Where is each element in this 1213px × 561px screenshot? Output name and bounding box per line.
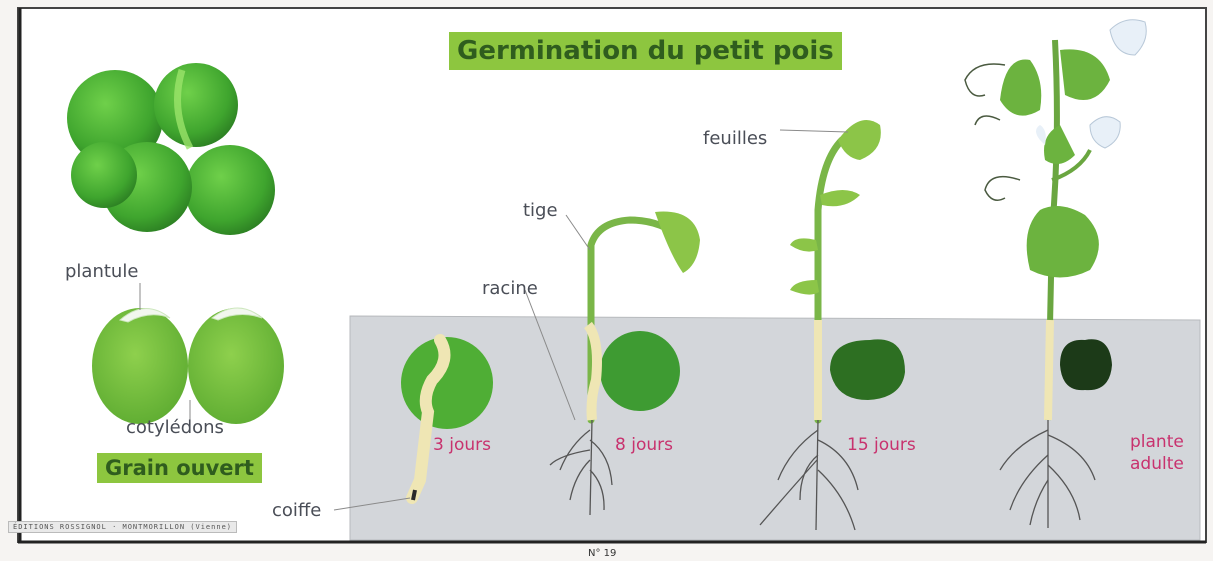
diagram-title: Germination du petit pois [449,32,842,70]
plate-number: N° 19 [588,548,616,559]
stage-8-jours-label: 8 jours [615,435,673,455]
cotyledons-label: cotylédons [126,417,224,438]
racine-label: racine [482,278,538,299]
plantule-label: plantule [65,261,138,282]
feuilles-label: feuilles [703,128,767,149]
open-seed-banner: Grain ouvert [97,453,262,483]
tige-label: tige [523,200,558,221]
coiffe-label: coiffe [272,500,321,521]
publisher-credit: ÉDITIONS ROSSIGNOL · MONTMORILLON (Vienn… [8,521,237,533]
stage-3-jours-label: 3 jours [433,435,491,455]
stage-adult-label-1: plante [1130,432,1184,452]
stage-adult-label-2: adulte [1130,454,1184,474]
stage-15-jours-label: 15 jours [847,435,916,455]
